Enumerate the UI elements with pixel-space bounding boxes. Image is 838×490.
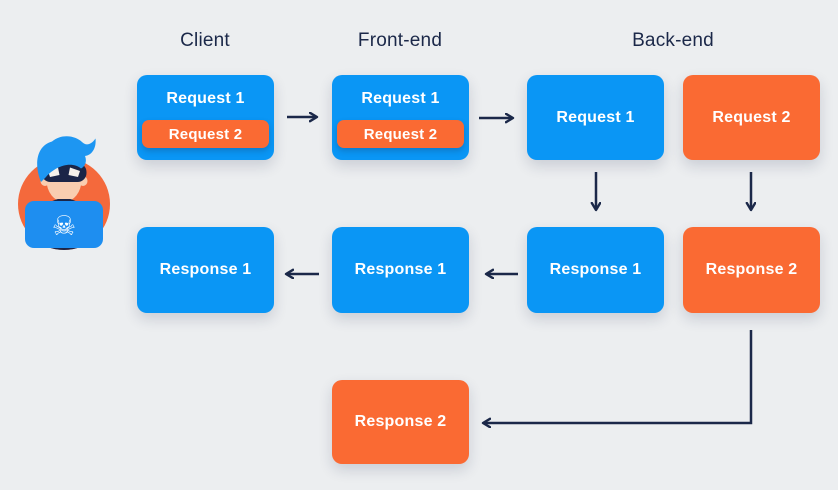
laptop <box>25 201 103 248</box>
backend-request2-box: Request 2 <box>683 75 820 160</box>
backend-request1-box: Request 1 <box>527 75 664 160</box>
frontend-request1-label: Request 1 <box>361 90 440 107</box>
frontend-request2-box: Request 2 <box>337 120 464 148</box>
skull-icon: ☠ <box>52 211 76 241</box>
client-request-stack: Request 1 Request 2 <box>137 75 274 160</box>
client-response1-box: Response 1 <box>137 227 274 313</box>
hacker-figure: ☠ <box>25 136 103 250</box>
backend-response2-box: Response 2 <box>683 227 820 313</box>
frontend-response1-box: Response 1 <box>332 227 469 313</box>
client-request2-box: Request 2 <box>142 120 269 148</box>
client-request1-label: Request 1 <box>166 90 245 107</box>
attacker-avatar: ☠ <box>18 136 110 250</box>
column-label-frontend: Front-end <box>357 30 443 51</box>
hair <box>37 136 96 182</box>
backend-response1-box: Response 1 <box>527 227 664 313</box>
frontend-request-stack: Request 1 Request 2 <box>332 75 469 160</box>
column-label-client: Client <box>180 30 230 51</box>
arrow-response2-elbow <box>483 330 753 423</box>
column-label-backend: Back-end <box>632 30 714 51</box>
frontend-response2-box: Response 2 <box>332 380 469 464</box>
